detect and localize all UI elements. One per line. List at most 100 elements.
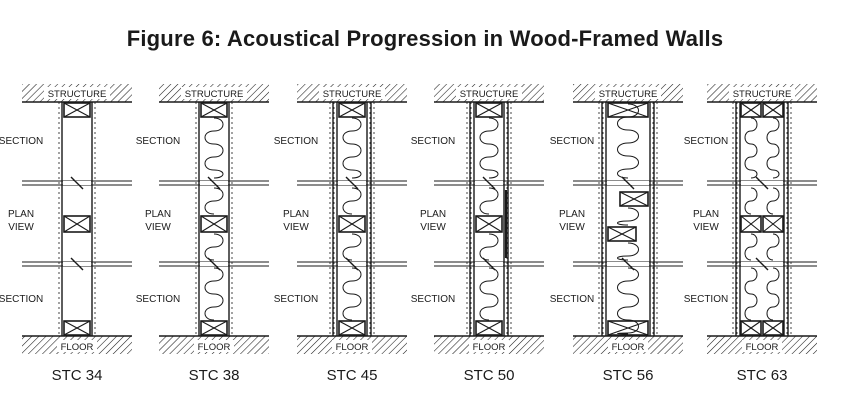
- insulation-batt: [766, 267, 780, 321]
- floor-label: FLOOR: [198, 342, 231, 353]
- insulation-batt: [766, 187, 780, 215]
- insulation-batt: [766, 117, 780, 179]
- insulation-batt: [617, 242, 639, 261]
- top-plate-diag-b: [475, 102, 503, 118]
- insulation-batt: [342, 267, 362, 321]
- section-label-top: SECTION: [684, 136, 728, 147]
- insulation-batt: [744, 187, 758, 215]
- plan-label-line2: VIEW: [283, 222, 309, 233]
- insulation-batt: [617, 103, 639, 179]
- section-label-top: SECTION: [136, 136, 180, 147]
- insulation-batt: [617, 207, 639, 226]
- structure-label-bg: [44, 87, 110, 99]
- section-label-top: SECTION: [0, 136, 43, 147]
- wall-assembly-1: STRUCTUREFLOORSECTIONPLANVIEWSECTIONSTC …: [0, 84, 132, 384]
- insulation-batt: [479, 267, 499, 321]
- plan-label-line2: VIEW: [559, 222, 585, 233]
- bottom-plate-diag-b: [63, 320, 91, 336]
- plan-label-line2: VIEW: [420, 222, 446, 233]
- structure-label: STRUCTURE: [733, 89, 792, 100]
- structure-label-bg: [181, 87, 247, 99]
- top-plate-diag-b: [63, 102, 91, 118]
- plan-label-line2: VIEW: [145, 222, 171, 233]
- top-plate-diag-b: [200, 102, 228, 118]
- insulation-batt: [342, 233, 362, 261]
- floor-label: FLOOR: [61, 342, 94, 353]
- insulation-batt: [479, 117, 499, 179]
- structure-label: STRUCTURE: [323, 89, 382, 100]
- stc-rating-label: STC 34: [52, 367, 103, 384]
- structure-label-bg: [456, 87, 522, 99]
- break-symbol: [207, 176, 221, 190]
- section-label-bottom: SECTION: [136, 294, 180, 305]
- floor-label-bg: [57, 340, 97, 352]
- break-symbol: [482, 176, 496, 190]
- break-symbol: [70, 257, 84, 271]
- break-symbol: [482, 257, 496, 271]
- insulation-batt: [204, 187, 224, 215]
- insulation-batt: [204, 267, 224, 321]
- insulation-batt: [766, 233, 780, 261]
- stud-plan-diag-b: [762, 215, 784, 233]
- wall-assembly-2: STRUCTUREFLOORSECTIONPLANVIEWSECTIONSTC …: [136, 84, 269, 384]
- insulation-batt: [744, 117, 758, 179]
- break-symbol: [70, 176, 84, 190]
- break-symbol: [755, 257, 769, 271]
- stud-plan-diag-b: [338, 215, 366, 233]
- insulation-batt: [204, 117, 224, 179]
- floor-label: FLOOR: [746, 342, 779, 353]
- stc-rating-label: STC 56: [603, 367, 654, 384]
- plan-label-line2: VIEW: [693, 222, 719, 233]
- section-label-top: SECTION: [550, 136, 594, 147]
- top-plate-diag-b: [607, 102, 649, 118]
- floor-label: FLOOR: [336, 342, 369, 353]
- bottom-plate-diag-b: [607, 320, 649, 336]
- top-plate-diag-b: [338, 102, 366, 118]
- structure-label: STRUCTURE: [48, 89, 107, 100]
- bottom-plate-diag-b: [762, 320, 784, 336]
- stud-plan-diag-b: [740, 215, 762, 233]
- plan-label-line1: PLAN: [145, 209, 171, 220]
- insulation-batt: [342, 117, 362, 179]
- structure-label-bg: [595, 87, 661, 99]
- break-symbol: [345, 257, 359, 271]
- break-symbol: [207, 257, 221, 271]
- insulation-batt: [479, 187, 499, 215]
- plan-label-line2: VIEW: [8, 222, 34, 233]
- insulation-batt: [744, 267, 758, 321]
- section-label-bottom: SECTION: [550, 294, 594, 305]
- wall-assembly-3: STRUCTURE FLOOR SECTION PLAN VIEW SECTION STC …: [274, 84, 407, 384]
- stud-plan-diag-b: [63, 215, 91, 233]
- break-symbol: [755, 176, 769, 190]
- structure-label: STRUCTURE: [460, 89, 519, 100]
- section-label-bottom: SECTION: [411, 294, 455, 305]
- stc-rating-label: STC 45: [327, 367, 378, 384]
- floor-label: FLOOR: [612, 342, 645, 353]
- structure-label-bg: [319, 87, 385, 99]
- stud-plan-diag-b: [200, 215, 228, 233]
- section-label-bottom: SECTION: [274, 294, 318, 305]
- plan-label-line1: PLAN: [559, 209, 585, 220]
- insulation-batt: [479, 233, 499, 261]
- section-label-top: SECTION: [274, 136, 318, 147]
- bottom-plate-diag-b: [740, 320, 762, 336]
- break-symbol: [621, 176, 635, 190]
- plan-label-line1: PLAN: [283, 209, 309, 220]
- floor-label-bg: [742, 340, 782, 352]
- section-label-top: SECTION: [411, 136, 455, 147]
- top-plate-diag-b: [762, 102, 784, 118]
- wall-assembly-6: STRUCTUREFLOORSECTIONPLANVIEWSECTIONSTC …: [684, 84, 817, 384]
- bottom-plate-diag-b: [338, 320, 366, 336]
- stc-rating-label: STC 63: [737, 367, 788, 384]
- section-label-bottom: SECTION: [684, 294, 728, 305]
- floor-label-bg: [608, 340, 648, 352]
- insulation-batt: [744, 233, 758, 261]
- floor-label-bg: [469, 340, 509, 352]
- plan-label-line1: PLAN: [8, 209, 34, 220]
- break-symbol: [345, 176, 359, 190]
- insulation-batt: [342, 187, 362, 215]
- structure-label-bg: [729, 87, 795, 99]
- insulation-batt: [204, 233, 224, 261]
- stud-plan-b-diag-b: [607, 226, 637, 242]
